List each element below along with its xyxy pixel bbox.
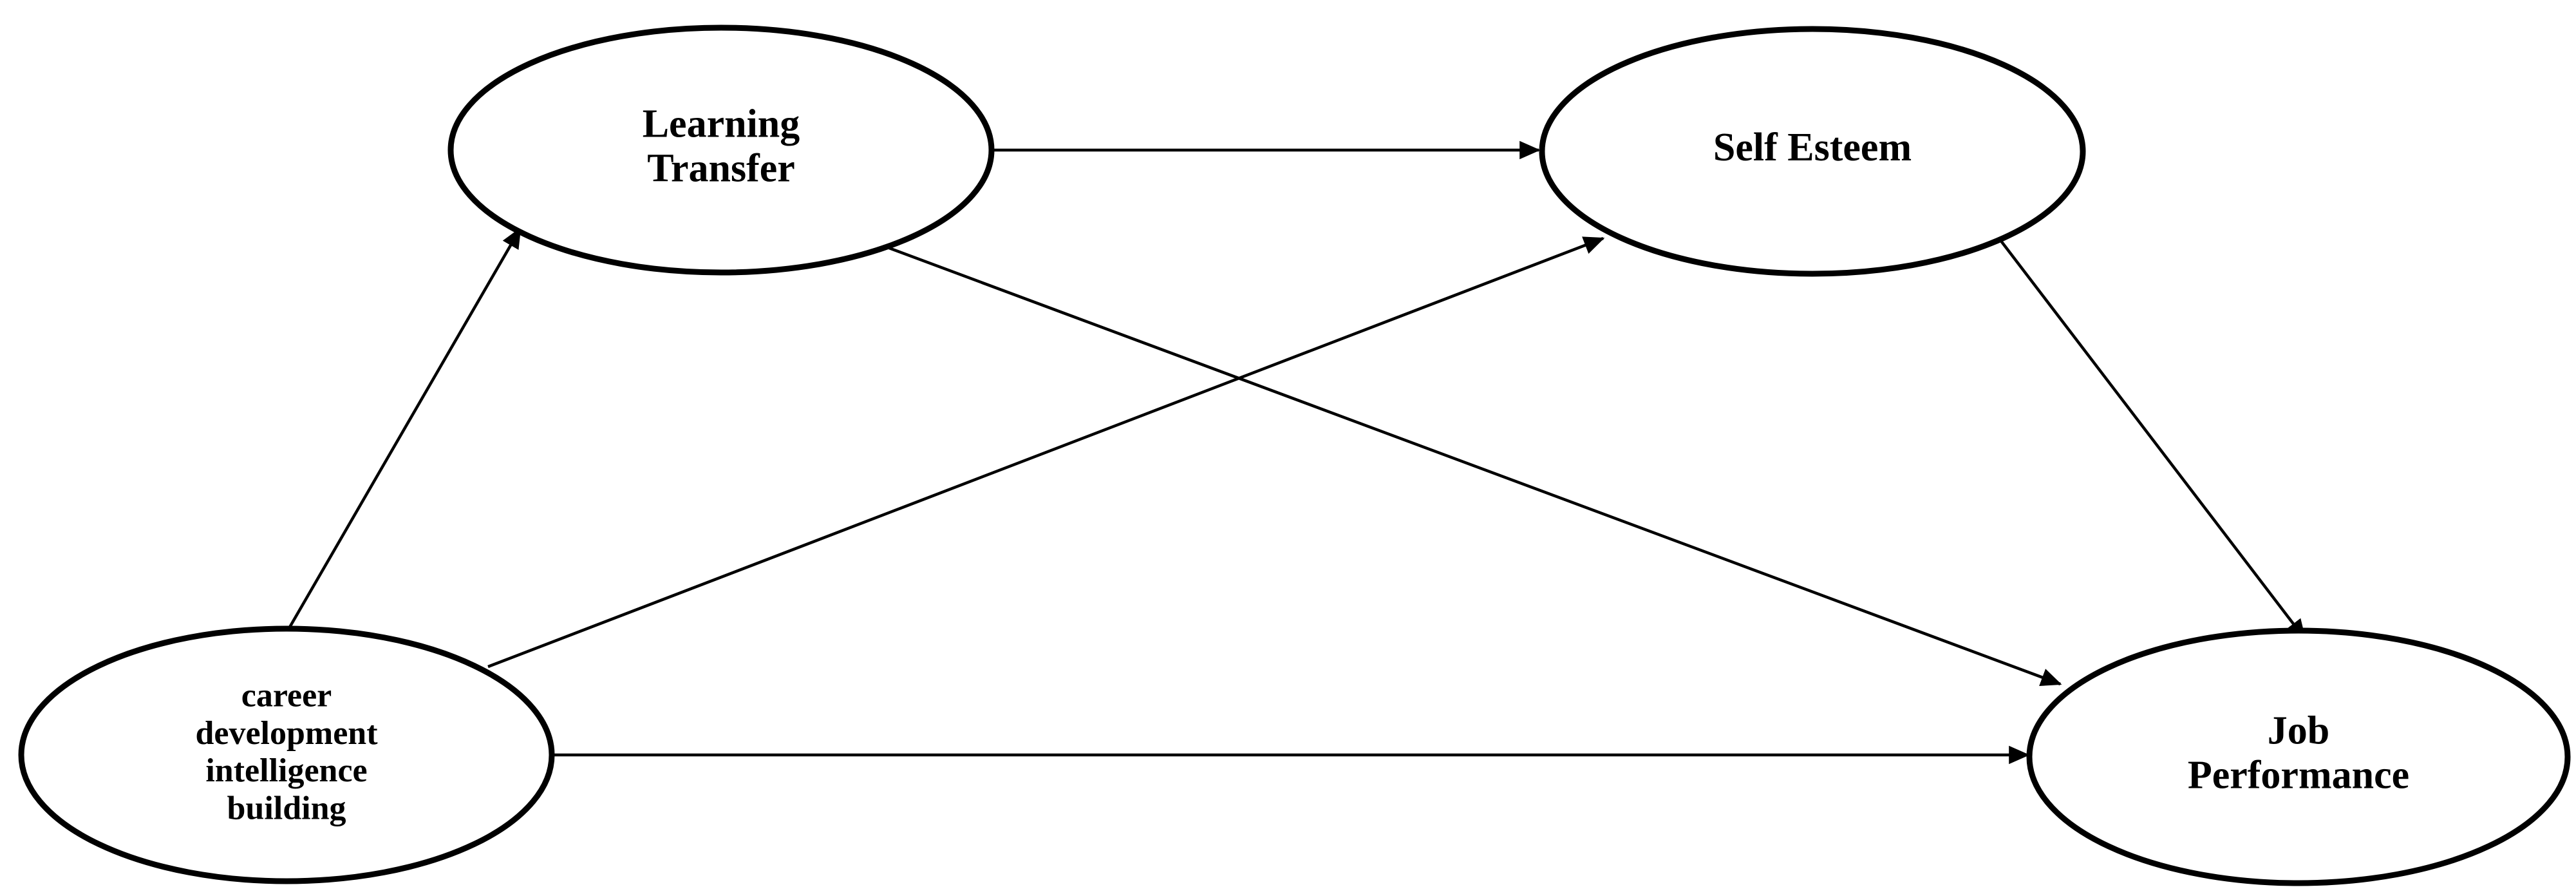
node-job-performance-ellipse[interactable]	[2026, 627, 2571, 886]
node-learning-transfer-ellipse[interactable]	[447, 24, 995, 276]
node-self-esteem[interactable]: Self Esteem	[1539, 26, 2086, 277]
node-self-esteem-ellipse[interactable]	[1539, 26, 2086, 277]
edge-career-development-to-learning-transfer	[287, 227, 522, 631]
node-career-development-intelligence-building-ellipse[interactable]	[18, 625, 555, 884]
edge-self-esteem-to-job-performance	[1987, 223, 2306, 641]
node-self-esteem-label: Self Esteem	[1713, 126, 1912, 169]
edges-group	[287, 140, 2306, 765]
edge-career-development-to-self-esteem	[487, 236, 1605, 669]
edge-learning-transfer-to-job-performance	[876, 242, 2062, 686]
